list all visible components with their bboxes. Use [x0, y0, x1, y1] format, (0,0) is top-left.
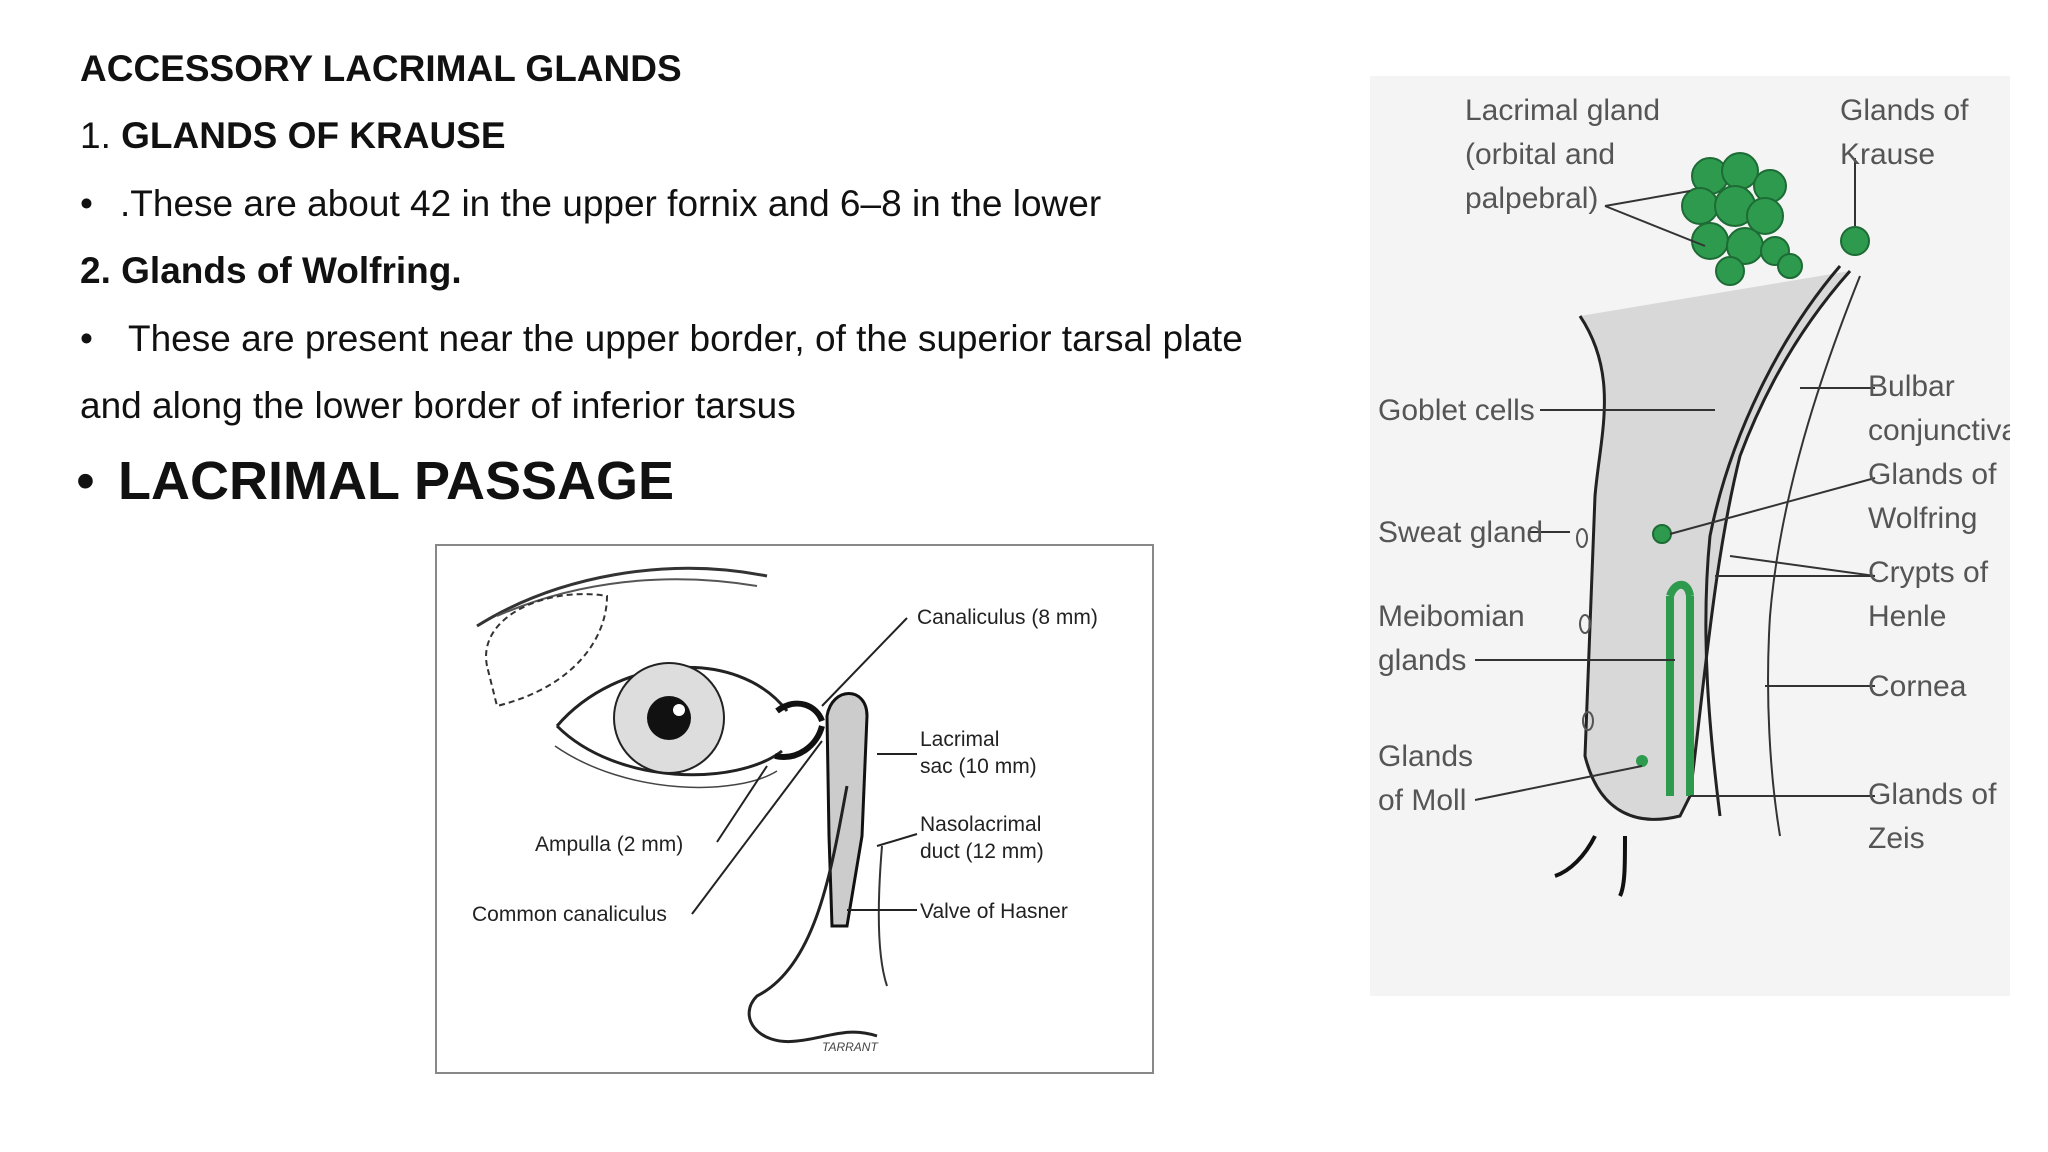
label-lacrimal-gland-3: palpebral)	[1465, 182, 1598, 215]
label-common-canaliculus: Common canaliculus	[472, 903, 667, 926]
bullet-marker: •	[76, 451, 95, 511]
label-ampulla: Ampulla (2 mm)	[535, 833, 683, 856]
bullet-krause: • .These are about 42 in the upper fornix…	[80, 183, 1101, 225]
label-lacrimal-gland-1: Lacrimal gland	[1465, 94, 1660, 127]
label-lacrimal-sac-2: sac (10 mm)	[920, 755, 1037, 778]
slide-heading: ACCESSORY LACRIMAL GLANDS	[80, 48, 682, 89]
label-valve-of-hasner: Valve of Hasner	[920, 900, 1068, 923]
label-lacrimal-gland-2: (orbital and	[1465, 138, 1615, 171]
bullet-krause-text: .These are about 42 in the upper fornix …	[120, 183, 1102, 224]
label-sweat-gland: Sweat gland	[1378, 516, 1543, 549]
label-nasolacrimal-1: Nasolacrimal	[920, 813, 1041, 836]
lacrimal-passage-figure: Canaliculus (8 mm) Lacrimal sac (10 mm) …	[435, 544, 1154, 1074]
label-zeis-1: Glands of	[1868, 778, 1997, 811]
bullet-wolfring-line-2: and along the lower border of inferior t…	[80, 385, 796, 426]
label-wolfring-1: Glands of	[1868, 458, 1997, 491]
label-wolfring-2: Wolfring	[1868, 502, 1977, 535]
item-1: 1. GLANDS OF KRAUSE	[80, 117, 506, 154]
bullet-marker: •	[80, 183, 93, 224]
illustrator-signature: TARRANT	[822, 1040, 879, 1054]
eyelid-glands-figure: Lacrimal gland (orbital and palpebral) G…	[1370, 76, 2010, 996]
section-title-text: LACRIMAL PASSAGE	[118, 451, 675, 511]
label-crypts-1: Crypts of	[1868, 556, 1989, 589]
label-moll-1: Glands	[1378, 740, 1473, 773]
label-crypts-2: Henle	[1868, 600, 1946, 633]
eyelid-glands-drawing: Lacrimal gland (orbital and palpebral) G…	[1378, 94, 2010, 897]
label-bulbar-1: Bulbar	[1868, 370, 1955, 403]
bullet-marker: •	[80, 318, 93, 359]
bullet-wolfring: • These are present near the upper border…	[80, 318, 1243, 360]
item-2-title: 2. Glands of Wolfring.	[80, 250, 462, 291]
label-lacrimal-sac-1: Lacrimal	[920, 728, 999, 751]
label-cornea: Cornea	[1868, 670, 1967, 703]
item-1-title: GLANDS OF KRAUSE	[121, 115, 506, 156]
label-zeis-2: Zeis	[1868, 822, 1925, 855]
label-meibomian-2: glands	[1378, 644, 1466, 677]
label-bulbar-2: conjunctiva	[1868, 414, 2010, 447]
label-krause-2: Krause	[1840, 138, 1935, 171]
section-title: • LACRIMAL PASSAGE	[76, 450, 674, 512]
label-meibomian-1: Meibomian	[1378, 600, 1525, 633]
label-krause-1: Glands of	[1840, 94, 1969, 127]
label-nasolacrimal-2: duct (12 mm)	[920, 840, 1044, 863]
label-goblet-cells: Goblet cells	[1378, 394, 1535, 427]
label-canaliculus: Canaliculus (8 mm)	[917, 606, 1098, 629]
lacrimal-passage-drawing: Canaliculus (8 mm) Lacrimal sac (10 mm) …	[472, 566, 1098, 1054]
bullet-wolfring-line-1: These are present near the upper border,…	[128, 318, 1243, 359]
label-moll-2: of Moll	[1378, 784, 1466, 817]
item-1-number: 1.	[80, 115, 111, 156]
